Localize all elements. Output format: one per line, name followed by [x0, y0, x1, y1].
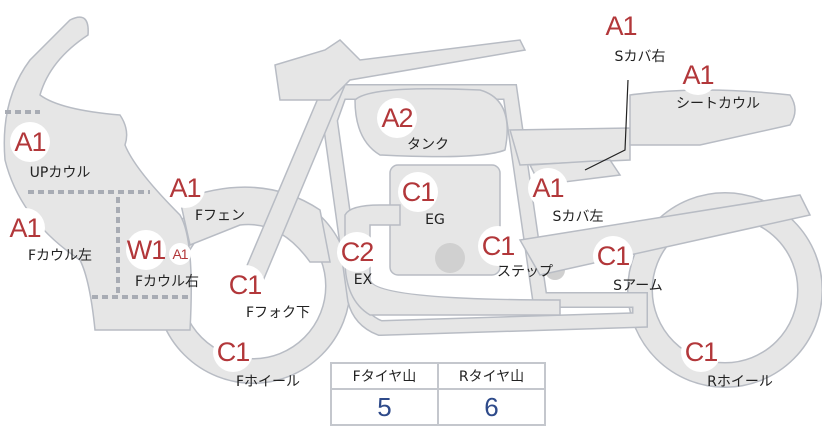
- grade-badge: A1: [10, 122, 50, 162]
- part-label-ex: EX: [353, 272, 373, 288]
- grade-badge: C1: [398, 172, 438, 212]
- grade-badge: C1: [225, 265, 265, 305]
- part-label-f-fender: Fフェン: [194, 208, 246, 224]
- grade-badge: W1: [126, 230, 166, 270]
- part-label-s-cover-right: Sカバ右: [614, 49, 666, 65]
- part-label-f-fork: Fフォク下: [245, 305, 311, 321]
- grade-badge: A2: [377, 98, 417, 138]
- part-label-up-cowl: UPカウル: [29, 165, 91, 181]
- grade-badge: A1: [678, 55, 718, 95]
- part-label-r-wheel: Rホイール: [707, 374, 773, 390]
- rear-tire-header: Rタイヤ山: [437, 362, 546, 390]
- grade-badge: A1: [528, 168, 568, 208]
- front-tire-value: 5: [330, 388, 439, 426]
- grade-badge: C1: [213, 332, 253, 372]
- grade-badge: A1: [165, 168, 205, 208]
- front-tire-header: Fタイヤ山: [330, 362, 439, 390]
- grade-badge: C1: [478, 226, 518, 266]
- swing-arm: [518, 194, 812, 276]
- seat-cowl: [629, 89, 796, 146]
- part-label-eg: EG: [425, 212, 445, 228]
- grade-badge: A1: [5, 208, 45, 248]
- part-label-f-wheel: Fホイール: [235, 374, 301, 390]
- handlebar: [274, 39, 527, 101]
- part-label-s-cover-left: Sカバ左: [552, 209, 604, 225]
- part-label-tank: タンク: [407, 137, 449, 153]
- grade-badge: A1: [601, 6, 641, 46]
- rear-tire-value: 6: [437, 388, 546, 426]
- part-label-seat-cowl: シートカウル: [676, 96, 760, 112]
- exhaust: [344, 204, 561, 316]
- part-label-s-arm: Sアーム: [613, 278, 663, 294]
- grade-badge: C1: [593, 236, 633, 276]
- side-cover: [509, 127, 631, 166]
- part-label-f-cowl-right: Fカウル右: [134, 274, 200, 290]
- grade-badge: C2: [337, 232, 377, 272]
- grade-badge-secondary: A1: [169, 243, 191, 265]
- part-label-step: ステップ: [497, 264, 553, 280]
- grade-badge: C1: [681, 332, 721, 372]
- part-label-f-cowl-left: Fカウル左: [27, 248, 93, 264]
